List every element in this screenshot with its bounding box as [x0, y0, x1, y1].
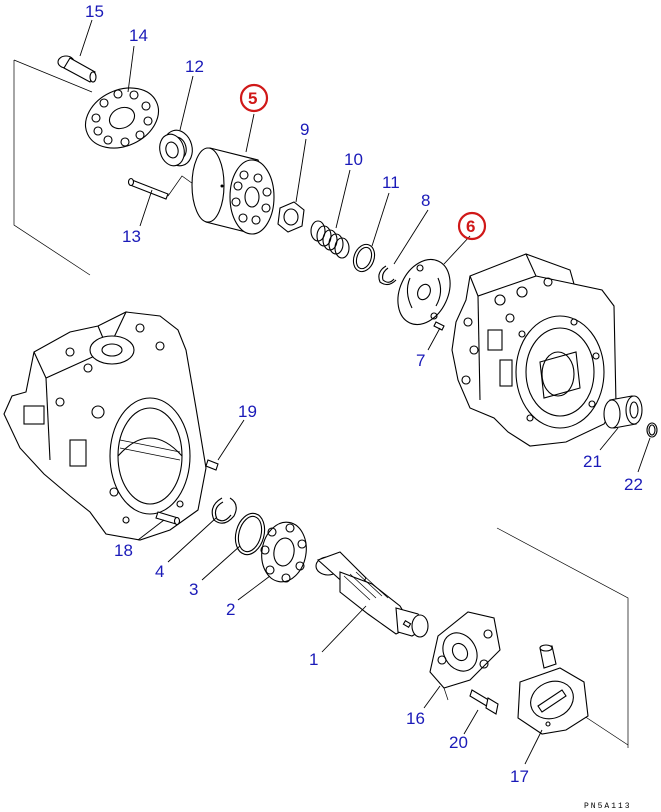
part-8-ring-clip [378, 265, 397, 286]
part-11-snap-ring [352, 243, 376, 273]
callout-7: 7 [416, 351, 425, 370]
part-22-ring [646, 422, 658, 438]
part-9-nut [277, 201, 305, 233]
part-15-bolt [57, 55, 97, 83]
highlight-circle-5 [239, 83, 269, 113]
callout-15: 15 [85, 2, 104, 21]
callout-21: 21 [583, 452, 602, 471]
callout-19: 19 [238, 402, 257, 421]
callout-12: 12 [185, 57, 204, 76]
callout-8: 8 [421, 191, 430, 210]
callout-18: 18 [114, 541, 133, 560]
callout-16: 16 [406, 709, 425, 728]
part-3-ring [234, 512, 266, 556]
part-13-pin [127, 175, 197, 200]
highlight-marks [239, 83, 487, 241]
callout-11: 11 [382, 173, 400, 192]
drawing-code: PN5A113 [584, 802, 632, 811]
part-10-spring [310, 220, 350, 259]
part-18-pin [155, 511, 181, 526]
callout-3: 3 [189, 580, 198, 599]
part-20-bolt [469, 689, 499, 715]
part-16-swash-plate [429, 611, 501, 701]
part-19-pin [205, 459, 219, 471]
callout-2: 2 [226, 600, 235, 619]
callout-17: 17 [510, 767, 529, 786]
part-14-ring-plate [85, 87, 159, 149]
part-2-bearing [260, 521, 307, 583]
callout-1: 1 [309, 650, 318, 669]
callout-10: 10 [344, 150, 363, 169]
leader-lines [79, 19, 651, 765]
callout-22: 22 [624, 475, 643, 494]
part-12-bearing [159, 129, 193, 167]
right-pump-housing [451, 253, 617, 447]
callout-4: 4 [155, 562, 164, 581]
callout-20: 20 [449, 733, 468, 752]
part-17-cover [517, 644, 589, 735]
part-1-shaft [315, 551, 429, 638]
part-4-snap-ring [211, 497, 237, 524]
callout-labels: 15 14 12 5 13 9 10 11 8 6 7 19 18 4 3 2 … [85, 2, 643, 786]
callout-5: 5 [248, 89, 257, 108]
callout-14: 14 [129, 26, 148, 45]
part-6-valve-plate [397, 259, 451, 325]
callout-9: 9 [300, 120, 309, 139]
callout-13: 13 [122, 227, 141, 246]
part-5-cylinder-block [191, 147, 275, 235]
highlight-circle-6 [457, 211, 487, 241]
part-7-pin [433, 321, 445, 331]
callout-6: 6 [466, 217, 475, 236]
part-21-sleeve [603, 395, 643, 429]
left-pump-housing [3, 311, 207, 541]
